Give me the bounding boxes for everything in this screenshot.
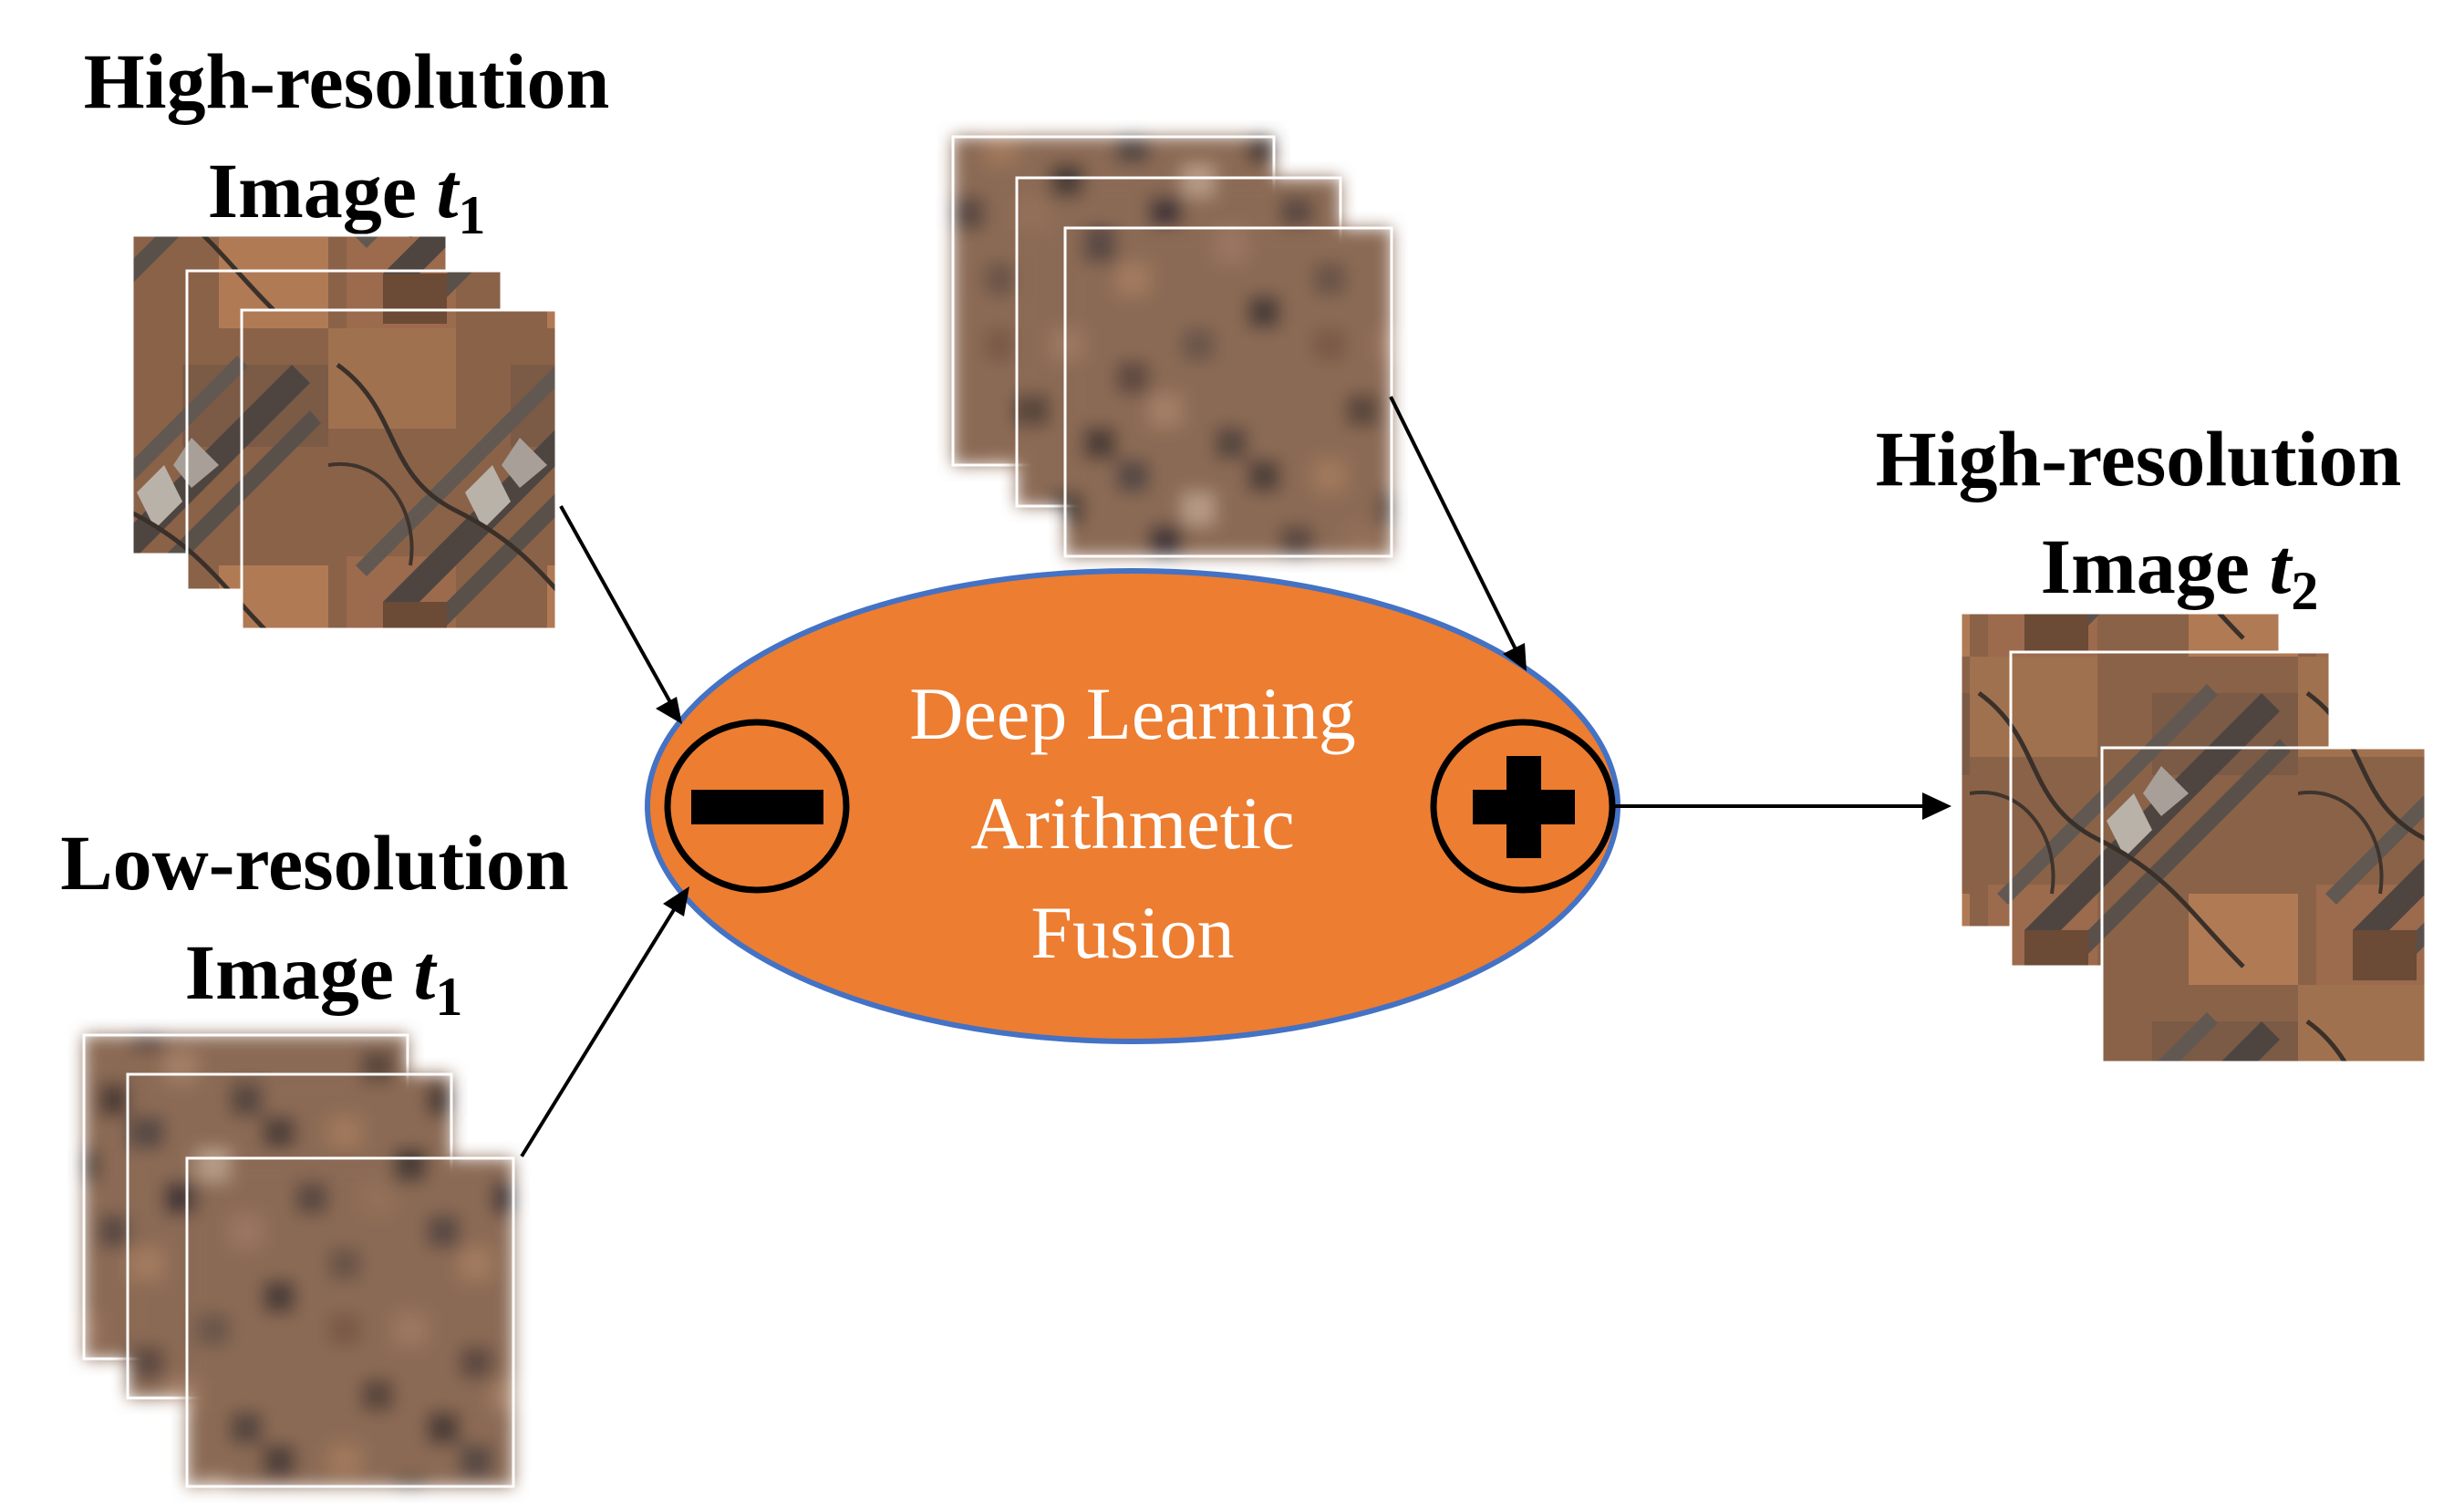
hr-t2-label: High-resolution Image t2 <box>1876 415 2402 621</box>
fusion-label-line3: Fusion <box>1030 891 1234 974</box>
lr-t1-label-line1: Low-resolution <box>60 819 568 906</box>
lr-t2-image-stack <box>951 135 1393 558</box>
hr-t2-label-line1: High-resolution <box>1876 415 2402 502</box>
lr-t1-label-line2: Image t1 <box>185 928 463 1027</box>
arrow-hr-t1-to-fusion <box>559 505 682 724</box>
hr-t2-frame-3 <box>2100 746 2428 1064</box>
arrow-lr-t2-to-fusion <box>1389 396 1527 671</box>
lr-t2-frame-3 <box>1065 228 1392 556</box>
minus-icon <box>664 719 850 894</box>
fusion-node: Deep Learning Arithmetic Fusion <box>645 568 1620 1044</box>
lr-t1-image-stack <box>82 1033 515 1488</box>
arrow-fusion-to-hr-t2 <box>1614 792 1952 820</box>
hr-t2-image-stack <box>1959 611 2428 1064</box>
arrow-lr-t1-to-fusion <box>520 886 689 1158</box>
lr-t1-label: Low-resolution Image t1 <box>60 819 568 1027</box>
fusion-label-line1: Deep Learning <box>909 672 1355 755</box>
fusion-label-line2: Arithmetic <box>970 782 1294 865</box>
hr-t1-label-line1: High-resolution <box>84 37 610 125</box>
plus-icon <box>1430 719 1616 894</box>
lr-t1-frame-3 <box>187 1158 513 1486</box>
hr-t1-label: High-resolution Image t1 <box>84 37 610 245</box>
arrows <box>520 396 1952 1158</box>
hr-t1-label-line2: Image t1 <box>208 147 486 245</box>
hr-t2-label-line2: Image t2 <box>2041 523 2319 621</box>
hr-t1-image-stack <box>130 233 558 631</box>
hr-t1-frame-3 <box>240 308 558 631</box>
